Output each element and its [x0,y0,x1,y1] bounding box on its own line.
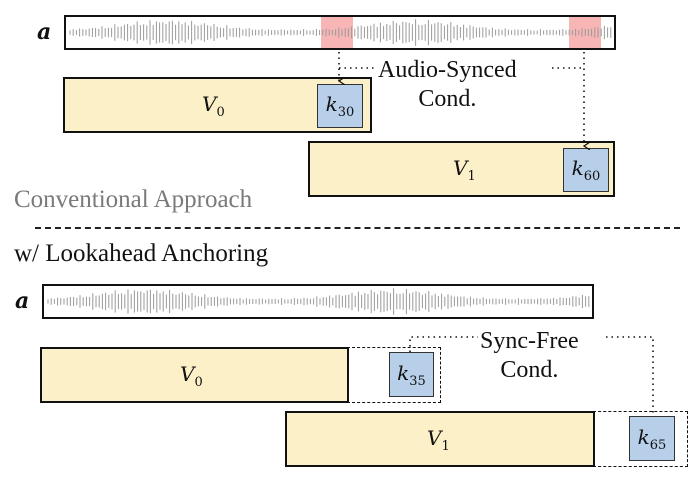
keyframe-k35: k35 [389,352,434,397]
video-block-v0-conventional: V0 k30 [63,77,372,133]
video-label: V1 [427,426,450,454]
conventional-approach-title: Conventional Approach [14,186,253,213]
keyframe-k30: k30 [317,84,363,128]
sync-free-cond-label: Sync-Free Cond. [476,327,583,385]
audio-label-bottom: a [15,288,30,314]
video-block-v1-lookahead: V1 [285,411,595,467]
audio-waveform-top [64,15,616,50]
audio-label-top: a [37,19,52,45]
keyframe-k60: k60 [563,148,609,192]
waveform-graphic [69,19,612,46]
keyframe-k65: k65 [629,416,675,461]
video-label: V1 [453,156,476,184]
video-label: V0 [180,362,203,390]
video-block-v0-lookahead: V0 [40,347,349,403]
waveform-graphic [47,288,590,315]
lookahead-anchoring-title: w/ Lookahead Anchoring [14,240,269,267]
video-block-v1-conventional: V1 k60 [308,141,615,197]
lookahead-region-v0 [347,347,441,403]
audio-waveform-bottom [42,284,594,319]
section-divider [35,227,680,229]
free-link-k65 [606,336,654,416]
audio-synced-cond-label: Audio-Synced Cond. [374,56,521,114]
video-label: V0 [202,92,225,120]
